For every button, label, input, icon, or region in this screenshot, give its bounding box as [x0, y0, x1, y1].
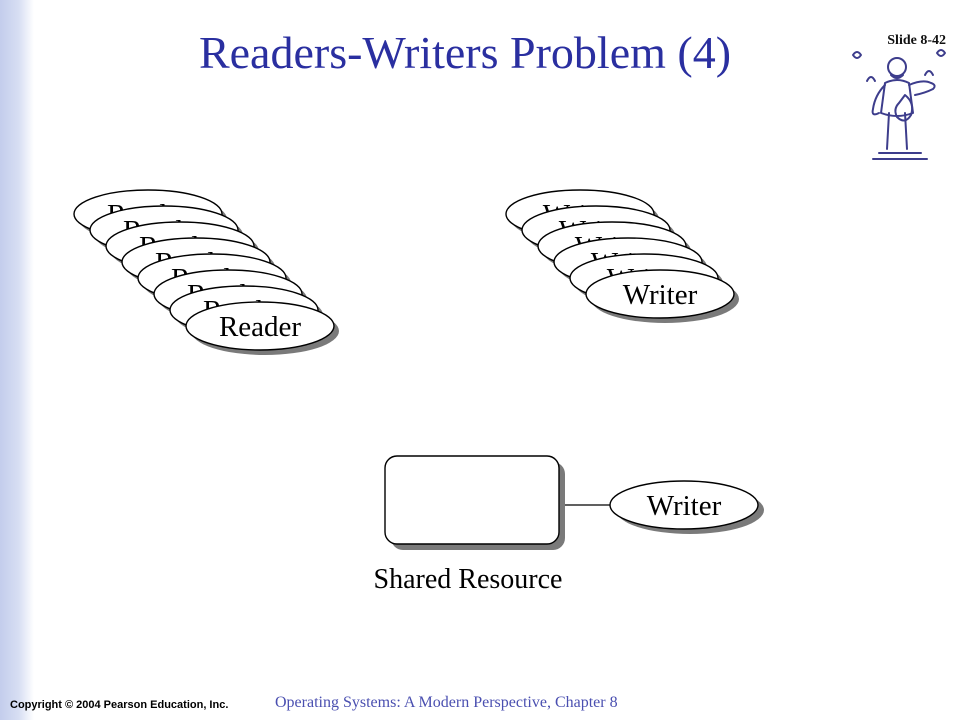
slide-number: Slide 8-42: [887, 33, 946, 48]
writer-label: Writer: [623, 279, 698, 311]
slide-title: Readers-Writers Problem (4): [198, 27, 732, 78]
shared-resource-box: [384, 455, 565, 550]
active-writer-label: Writer: [647, 490, 722, 522]
musician-clipart-icon: [852, 49, 946, 160]
writer-ellipse-shape: [585, 269, 735, 319]
footer-book-title: Operating Systems: A Modern Perspective,…: [275, 694, 618, 711]
writer-stack: WriterWriterWriterWriterWriterWriter: [505, 189, 739, 323]
reader-stack: ReaderReaderReaderReaderReaderReaderRead…: [73, 189, 339, 355]
sidebar-gradient: [0, 0, 34, 720]
copyright-notice: Copyright © 2004 Pearson Education, Inc.: [10, 699, 229, 711]
reader-ellipse-8: Reader: [185, 301, 339, 355]
reader-ellipse-shape: [185, 301, 335, 351]
active-writer: Writer: [609, 480, 764, 534]
reader-label: Reader: [219, 311, 301, 343]
writer-ellipse-6: Writer: [585, 269, 739, 323]
shared-resource-label: Shared Resource: [374, 564, 563, 595]
